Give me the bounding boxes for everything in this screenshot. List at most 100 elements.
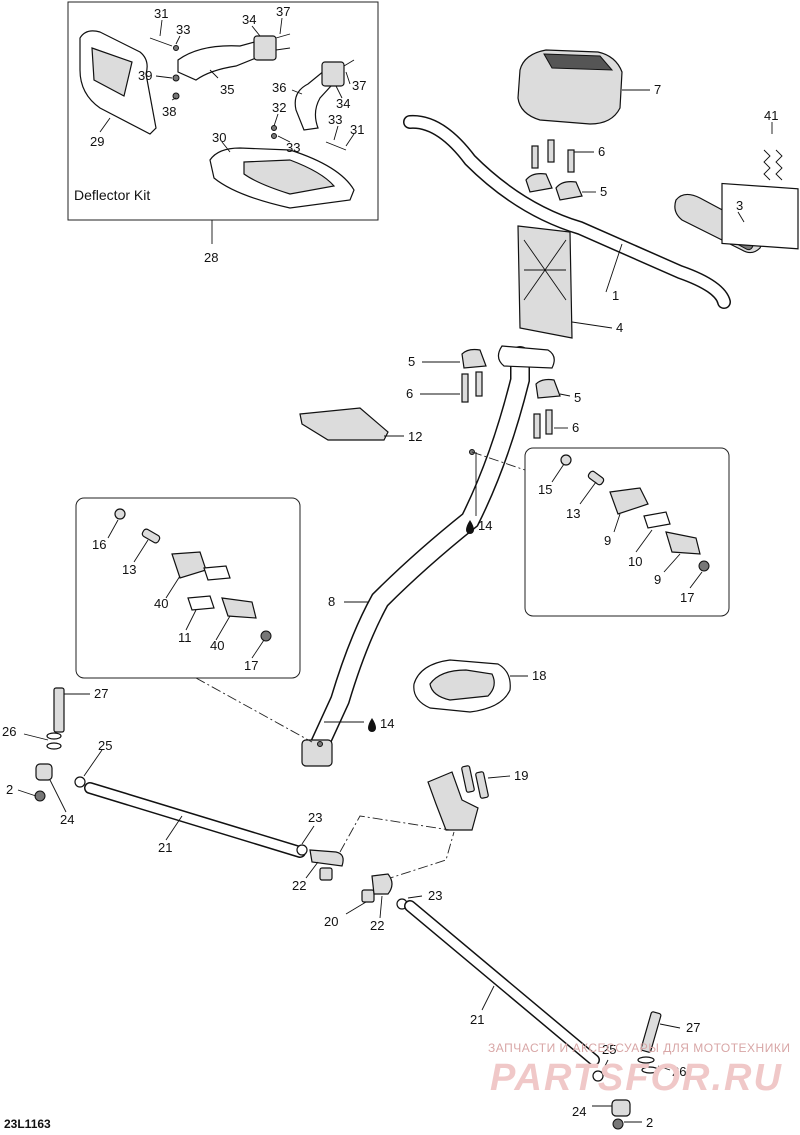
bolt-6-lower-d bbox=[545, 409, 553, 435]
leader-21-upper bbox=[165, 815, 183, 841]
leader-37-lower bbox=[345, 71, 351, 85]
leader-40-upper bbox=[165, 575, 181, 599]
nut-17-left bbox=[260, 630, 272, 642]
washer-33-lower-a bbox=[271, 133, 277, 139]
bracket-link-lower bbox=[383, 831, 455, 881]
bracket-link-upper bbox=[339, 815, 451, 853]
callout-13-right: 13 bbox=[566, 506, 580, 521]
cover-18-inner bbox=[429, 669, 495, 701]
leader-4 bbox=[571, 321, 613, 329]
callout-23-lower: 23 bbox=[428, 888, 442, 903]
callout-1: 1 bbox=[612, 288, 619, 303]
bolt-6-lower-a bbox=[461, 373, 469, 403]
callout-25-left: 25 bbox=[98, 738, 112, 753]
bolt-27-right bbox=[640, 1011, 662, 1053]
callout-29: 29 bbox=[90, 134, 104, 149]
callout-12: 12 bbox=[408, 429, 422, 444]
callout-33-upper: 33 bbox=[176, 22, 190, 37]
right-deflector-window bbox=[243, 159, 336, 195]
callout-18: 18 bbox=[532, 668, 546, 683]
callout-39: 39 bbox=[138, 68, 152, 83]
callout-6-upper: 6 bbox=[598, 144, 605, 159]
nut-2-right bbox=[612, 1118, 624, 1130]
callout-24-right: 24 bbox=[572, 1104, 586, 1119]
leader-17-left bbox=[251, 639, 265, 659]
callout-37-upper: 37 bbox=[276, 4, 290, 19]
leader-40-lower bbox=[215, 615, 231, 641]
left-deflector-window bbox=[91, 47, 133, 97]
callout-2-left: 2 bbox=[6, 782, 13, 797]
callout-17-left: 17 bbox=[244, 658, 258, 673]
callout-21-lower: 21 bbox=[470, 1012, 484, 1027]
callout-33-lower: 33 bbox=[286, 140, 300, 155]
leader-33-upper bbox=[175, 35, 181, 45]
callout-6-lower-b: 6 bbox=[572, 420, 579, 435]
riser-4-shape bbox=[517, 225, 573, 339]
bolt-6-lower-c bbox=[533, 413, 541, 439]
column-fill bbox=[309, 347, 529, 757]
spacer-20-upper bbox=[319, 867, 333, 881]
leader-38 bbox=[171, 97, 177, 101]
leader-lines bbox=[17, 17, 773, 1123]
callout-14-upper: 14 bbox=[478, 518, 492, 533]
riser-4-ribs bbox=[523, 239, 567, 301]
link-9-upper bbox=[609, 487, 649, 515]
jam-nut-23-upper bbox=[296, 844, 308, 856]
bolt-31-lower bbox=[325, 141, 347, 151]
callout-31-upper: 31 bbox=[154, 6, 168, 21]
bolt-19-b bbox=[475, 771, 489, 799]
clamp-34-upper bbox=[253, 35, 277, 61]
leader-29 bbox=[99, 117, 111, 133]
watermark-caption: ЗАПЧАСТИ И АКСЕССУАРЫ ДЛЯ МОТОТЕХНИКИ bbox=[488, 1041, 790, 1055]
tie-rod-lower-fill bbox=[405, 901, 599, 1065]
leader-13-left bbox=[133, 539, 149, 563]
steering-column-group bbox=[299, 225, 573, 767]
right-inset-frame bbox=[524, 447, 730, 617]
washer-32 bbox=[271, 125, 277, 131]
leader-39 bbox=[155, 75, 173, 79]
leader-22-lower bbox=[379, 895, 383, 919]
leader-9-upper bbox=[613, 513, 621, 533]
callout-22-lower: 22 bbox=[370, 918, 384, 933]
tie-rod-upper-fill bbox=[85, 783, 305, 857]
leader-19 bbox=[487, 775, 511, 779]
ball-stud-15 bbox=[560, 454, 572, 466]
rod-end-24-right bbox=[611, 1099, 631, 1117]
leader-9-lower bbox=[663, 553, 681, 573]
callout-24-left: 24 bbox=[60, 812, 74, 827]
leader-23-upper bbox=[301, 825, 315, 845]
bolt-27-left bbox=[53, 687, 65, 733]
callout-41: 41 bbox=[764, 108, 778, 123]
callout-4: 4 bbox=[616, 320, 623, 335]
bolt-6-upper-c bbox=[567, 149, 575, 173]
leader-26-left bbox=[23, 733, 49, 741]
callout-21-upper: 21 bbox=[158, 840, 172, 855]
leader-37-upper bbox=[279, 17, 283, 35]
grease-drop-icon bbox=[466, 520, 474, 534]
callout-31-lower: 31 bbox=[350, 122, 364, 137]
handlebar-fill bbox=[404, 116, 730, 308]
leader-31-upper bbox=[159, 19, 163, 37]
leader-34-upper bbox=[251, 25, 261, 37]
leader-15 bbox=[551, 463, 565, 483]
leader-36 bbox=[291, 89, 303, 95]
cap-5-lower-b bbox=[535, 378, 561, 399]
callout-34-lower: 34 bbox=[336, 96, 350, 111]
nut-2-left bbox=[34, 790, 46, 802]
bracket-19-shape bbox=[427, 771, 479, 831]
callout-37-lower: 37 bbox=[352, 78, 366, 93]
plate-12-shape bbox=[299, 407, 389, 441]
jam-nut-25-left bbox=[74, 776, 86, 788]
leader-17-right bbox=[689, 571, 703, 589]
callout-14-lower: 14 bbox=[380, 716, 394, 731]
rod-end-22-upper bbox=[309, 849, 344, 867]
cap-5-lower-a bbox=[461, 348, 487, 369]
bolt-6-upper-b bbox=[547, 139, 555, 163]
pad-7-top bbox=[543, 53, 614, 71]
leader-26-right bbox=[657, 1065, 671, 1071]
callout-17-right: 17 bbox=[680, 590, 694, 605]
washer-33-upper bbox=[173, 45, 179, 51]
leader-34-lower bbox=[335, 85, 343, 99]
callout-8: 8 bbox=[328, 594, 335, 609]
